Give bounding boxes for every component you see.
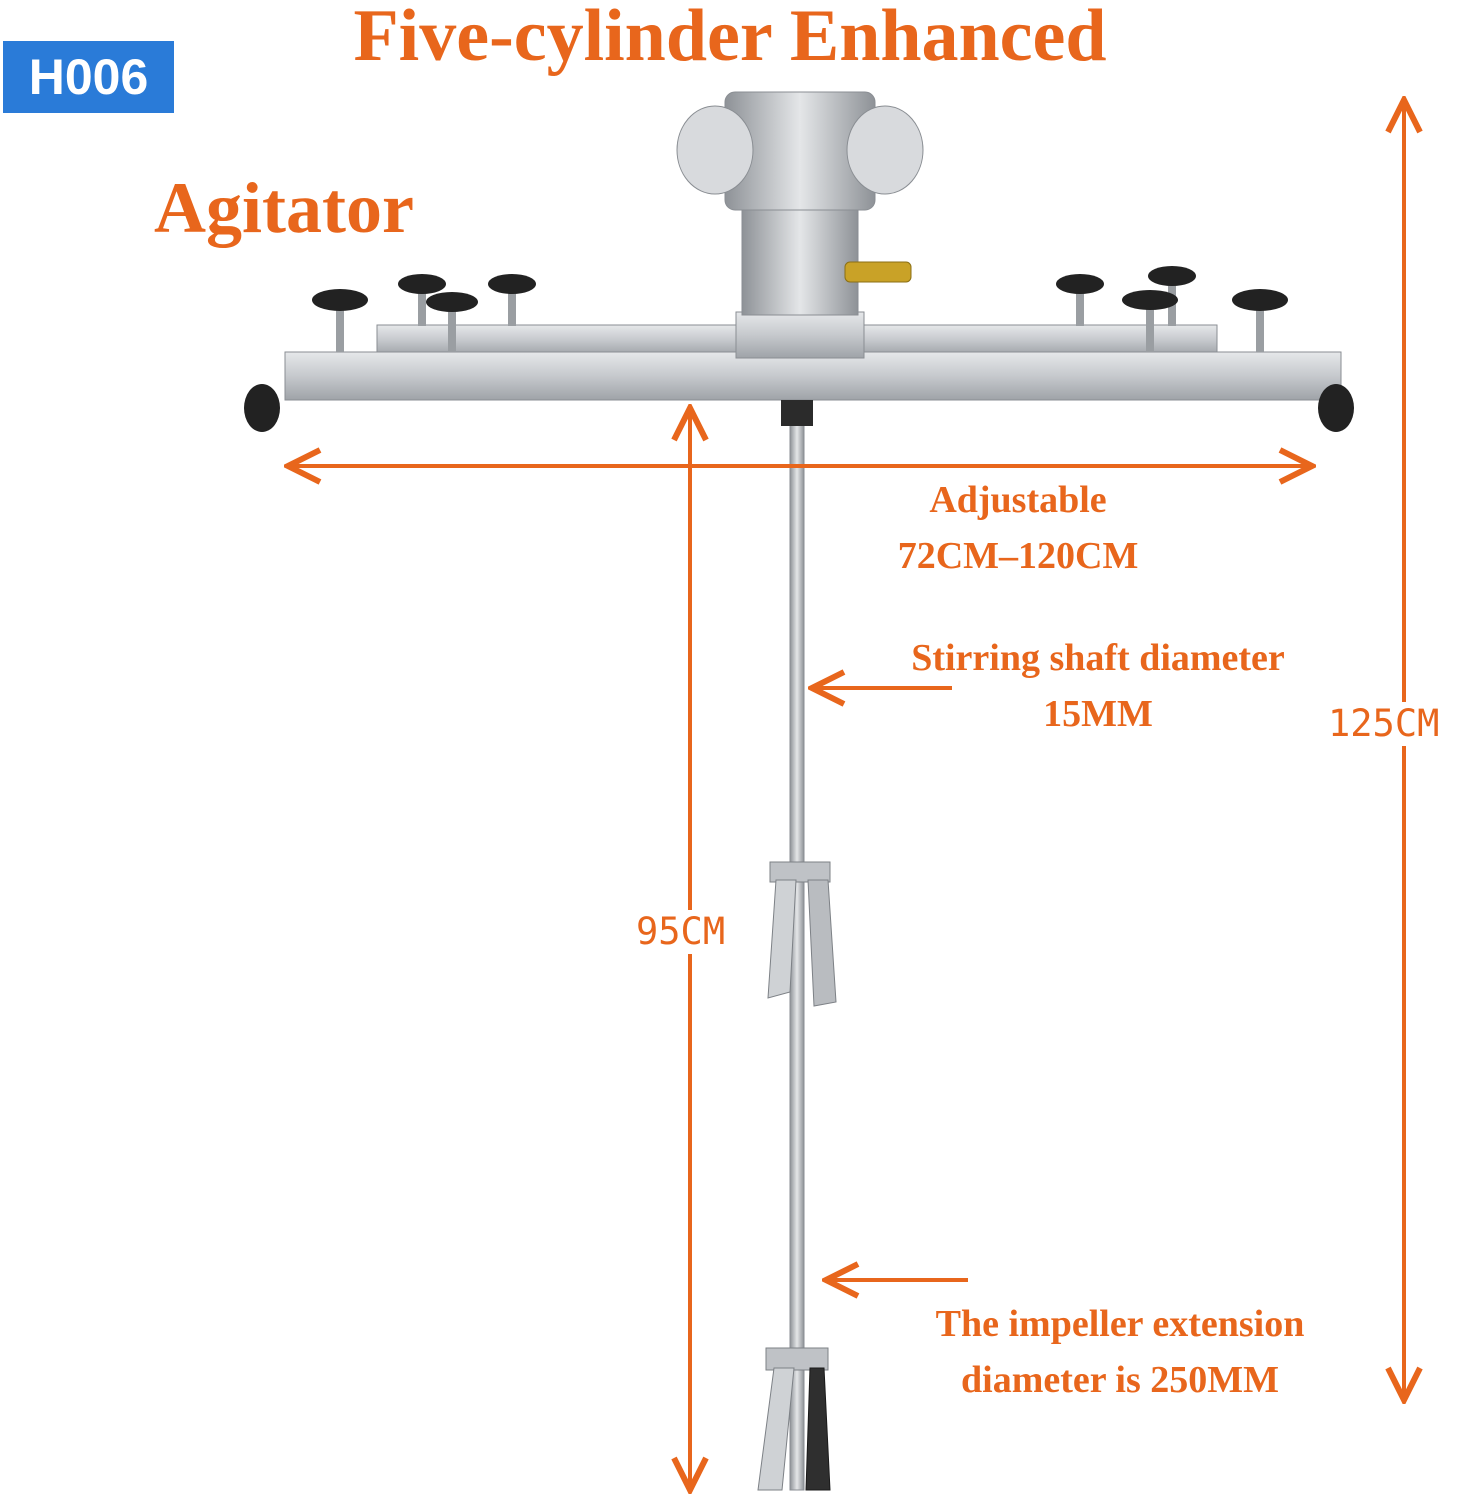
lower-impeller bbox=[757, 1347, 831, 1491]
product-subtitle: Agitator bbox=[154, 168, 414, 248]
mount-block bbox=[735, 311, 865, 359]
frame-bar bbox=[284, 351, 1342, 401]
shaft-length-label: 95CM bbox=[636, 910, 726, 954]
model-code-badge: H006 bbox=[3, 41, 174, 113]
shaft-callout-line1: Stirring shaft diameter bbox=[911, 637, 1285, 679]
product-title: Five-cylinder Enhanced bbox=[353, 0, 1107, 77]
width-callout-line2: 72CM–120CM bbox=[897, 535, 1139, 577]
shaft-coupling bbox=[781, 400, 813, 426]
pneumatic-motor bbox=[676, 91, 924, 316]
width-callout: Adjustable 72CM–120CM bbox=[828, 472, 1208, 584]
total-height-label: 125CM bbox=[1328, 702, 1440, 746]
upper-impeller bbox=[767, 861, 837, 1007]
shaft-callout-line2: 15MM bbox=[1043, 693, 1153, 735]
clamp-knobs bbox=[244, 266, 1354, 432]
impeller-callout: The impeller extension diameter is 250MM bbox=[860, 1296, 1380, 1408]
impeller-callout-line2: diameter is 250MM bbox=[961, 1359, 1279, 1401]
dimension-arrows bbox=[288, 100, 1404, 1490]
width-callout-line1: Adjustable bbox=[929, 479, 1107, 521]
shaft-diameter-callout: Stirring shaft diameter 15MM bbox=[838, 630, 1358, 742]
impeller-callout-line1: The impeller extension bbox=[935, 1303, 1305, 1345]
